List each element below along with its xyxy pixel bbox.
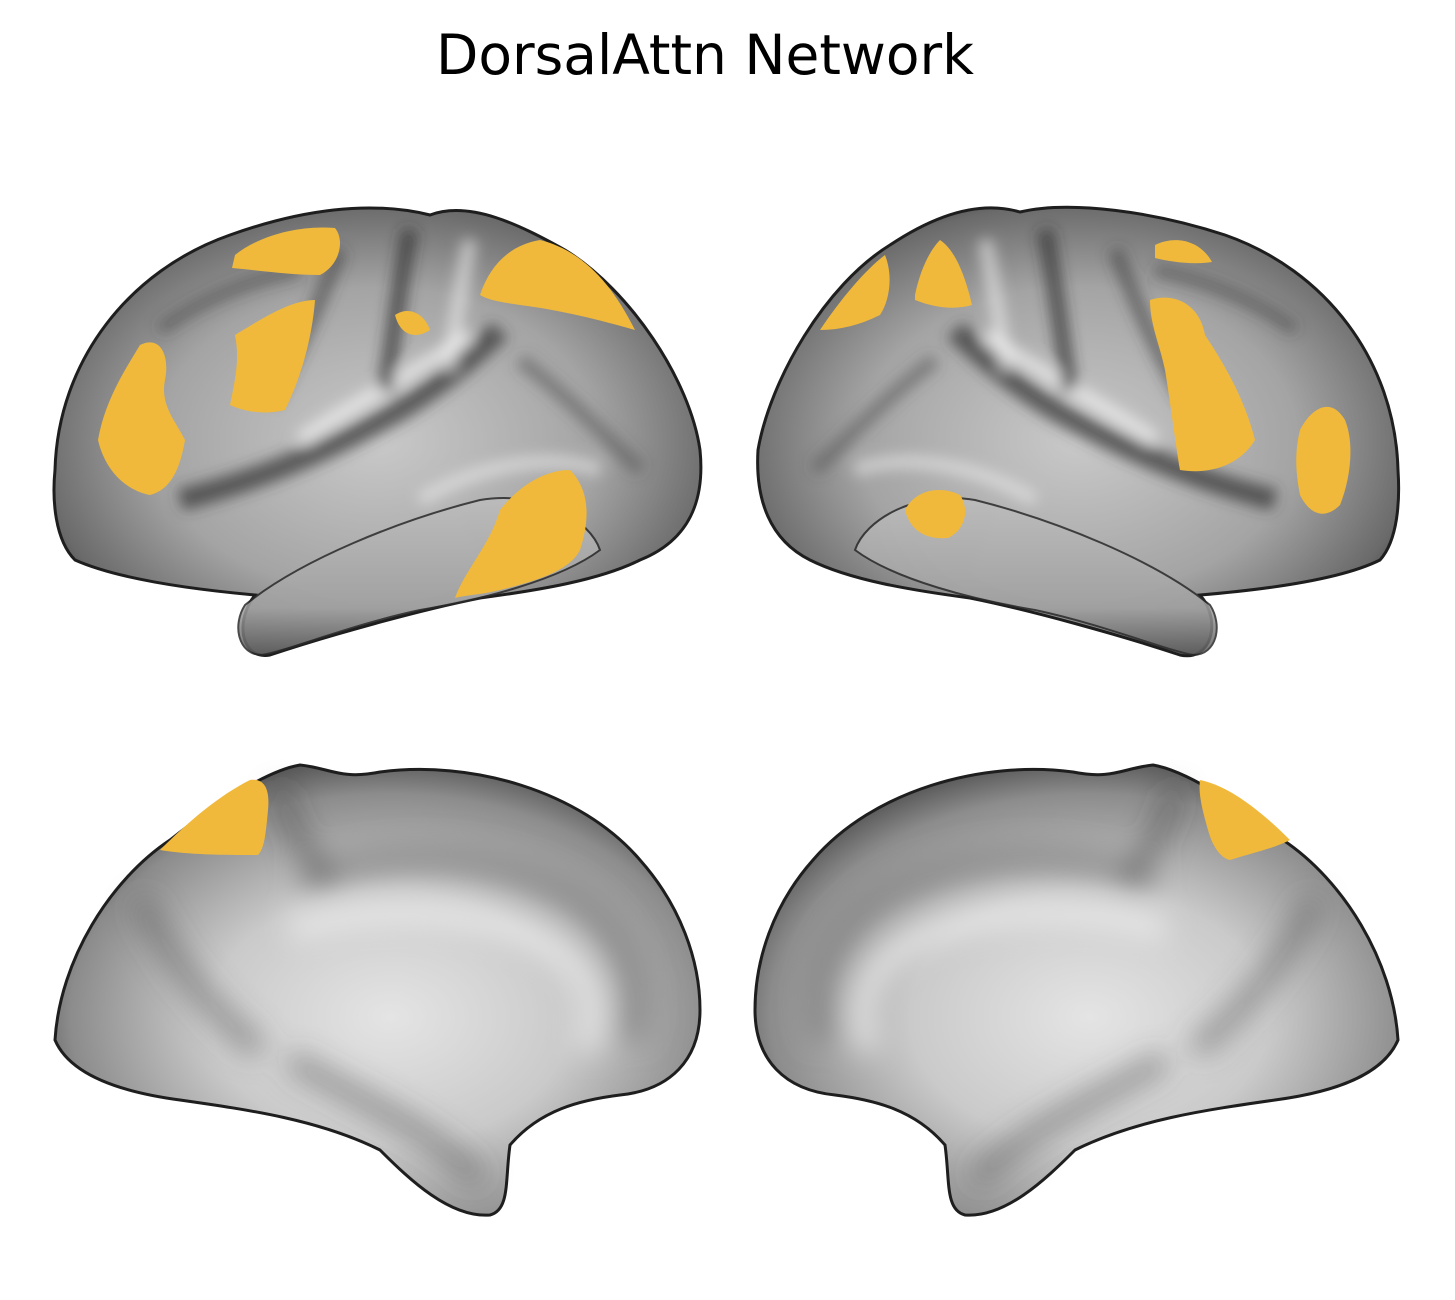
left-lateral-sulci (156, 228, 645, 511)
left-medial-sulci (131, 787, 651, 1188)
left-medial-hemisphere (53, 763, 702, 1217)
right-medial-highlight-region (1199, 780, 1290, 860)
right-lateral-hemisphere (756, 205, 1401, 658)
right-lateral-highlight-regions (820, 240, 1351, 539)
left-medial-surface (53, 763, 702, 1217)
right-medial-surface (753, 763, 1400, 1217)
left-lateral-hemisphere (52, 206, 703, 657)
left-lateral-highlight-regions (98, 227, 635, 598)
right-medial-hemisphere (753, 763, 1400, 1217)
right-lateral-sulci (810, 228, 1299, 511)
left-medial-highlight-region (160, 779, 269, 855)
figure-title: DorsalAttn Network (435, 23, 975, 87)
right-medial-sulci (804, 787, 1324, 1188)
